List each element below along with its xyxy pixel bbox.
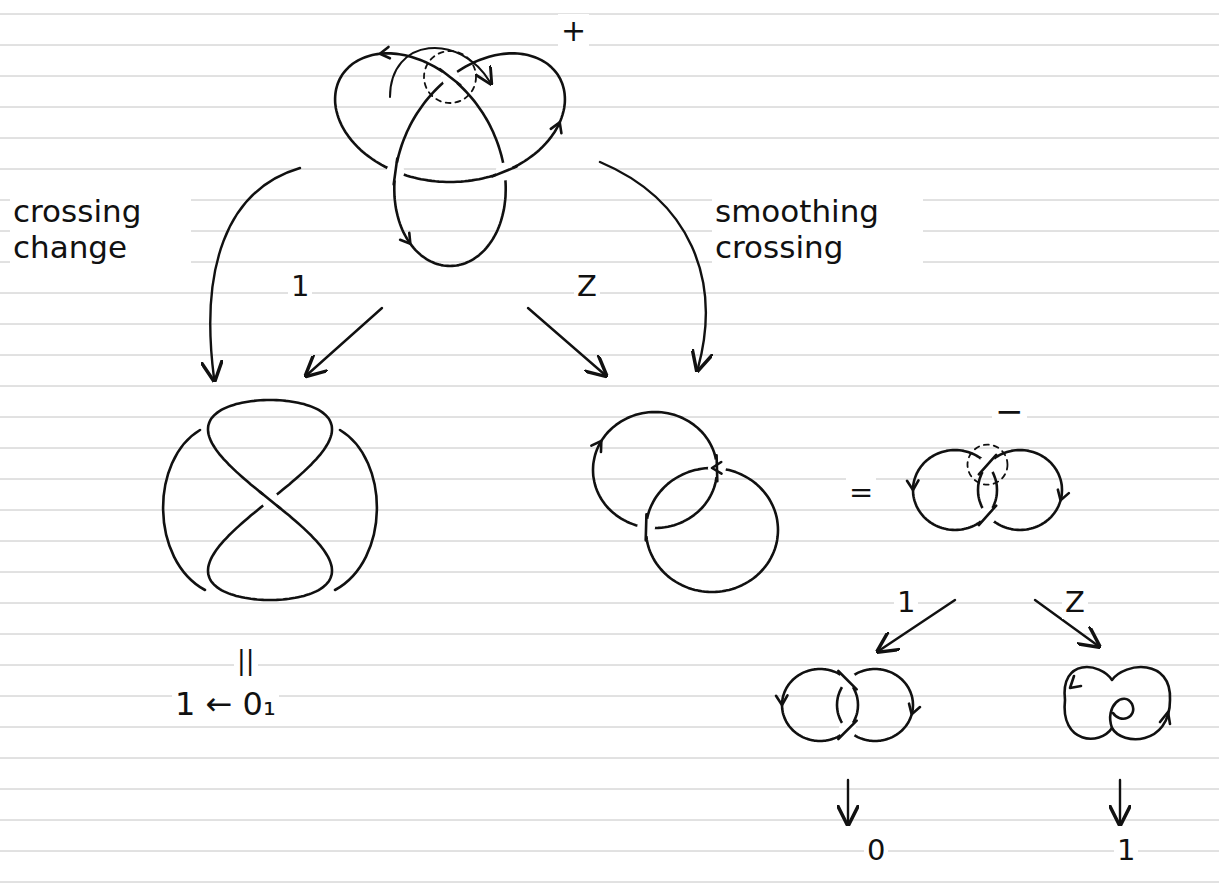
over-strand bbox=[838, 671, 856, 689]
paper-rule bbox=[0, 479, 1219, 480]
unlink bbox=[837, 669, 913, 741]
tree-arrows bbox=[206, 162, 1120, 822]
trefoil-knot bbox=[335, 53, 565, 266]
over-strand bbox=[644, 514, 647, 540]
paper-rule bbox=[0, 355, 1219, 356]
skein-label: 1 ← 0₁ bbox=[172, 686, 279, 723]
smoothing-arrow bbox=[600, 162, 706, 368]
marked-crossing bbox=[968, 445, 1008, 485]
over-strand bbox=[440, 69, 461, 85]
paper-rule bbox=[0, 665, 1219, 666]
skein-label: = bbox=[846, 476, 876, 509]
over-strand bbox=[979, 455, 996, 474]
over-strand bbox=[838, 721, 856, 739]
paper-rule bbox=[0, 882, 1219, 883]
hopf-link bbox=[978, 450, 1062, 530]
skein-label: 0 bbox=[864, 834, 888, 867]
orientation-arrow bbox=[380, 47, 390, 58]
hopf-link bbox=[913, 450, 997, 530]
over-strand bbox=[394, 159, 398, 185]
skein-label: 1 bbox=[288, 270, 312, 303]
skein-label: 1 bbox=[1114, 834, 1138, 867]
unknot-peanut bbox=[1065, 667, 1170, 739]
orientation-arrow bbox=[1070, 676, 1081, 688]
skein-label: − bbox=[992, 392, 1027, 431]
over-strand bbox=[493, 167, 517, 177]
over-strand bbox=[260, 492, 280, 508]
orientation-arrow bbox=[907, 480, 918, 490]
crossing-change-arrow bbox=[210, 168, 300, 378]
branch-arrow bbox=[528, 308, 604, 374]
paper-rule bbox=[0, 758, 1219, 759]
paper-rule bbox=[0, 417, 1219, 418]
orientation-arrow bbox=[551, 122, 562, 133]
operation-label: smoothing crossing bbox=[712, 194, 923, 265]
paper-rule bbox=[0, 293, 1219, 294]
paper-rule bbox=[0, 789, 1219, 790]
orientation-arrow bbox=[712, 462, 722, 473]
unknot-curl bbox=[1110, 699, 1133, 728]
skein-label: + bbox=[558, 14, 589, 49]
orientation-arrow bbox=[591, 441, 601, 452]
down-arrow bbox=[1119, 780, 1121, 822]
paper-rule bbox=[0, 386, 1219, 387]
paper-rule bbox=[0, 76, 1219, 77]
down-arrow bbox=[847, 780, 849, 822]
paper-rule bbox=[0, 169, 1219, 170]
skein-label: Z bbox=[574, 270, 600, 303]
paper-rule bbox=[0, 107, 1219, 108]
orientation-arrow bbox=[909, 704, 920, 715]
paper-rule bbox=[0, 448, 1219, 449]
unlink bbox=[782, 669, 858, 741]
paper-rule bbox=[0, 45, 1219, 46]
crossing-gap bbox=[839, 721, 857, 739]
branch-arrow bbox=[308, 308, 382, 374]
crossing-pointer bbox=[390, 48, 490, 97]
crossing-gap bbox=[839, 671, 857, 689]
orientation-arrow bbox=[776, 695, 787, 705]
crossing-gap bbox=[979, 506, 997, 524]
paper-rule bbox=[0, 603, 1219, 604]
paper-rule bbox=[0, 138, 1219, 139]
skein-label: 1 bbox=[894, 586, 918, 619]
operation-label: crossing change bbox=[10, 194, 191, 265]
skein-label: || bbox=[234, 646, 258, 676]
paper-rule bbox=[0, 324, 1219, 325]
orientation-arrow bbox=[1160, 712, 1170, 724]
paper-rule bbox=[0, 541, 1219, 542]
orientation-arrow bbox=[1058, 490, 1069, 501]
unknot-diagram bbox=[208, 400, 332, 600]
over-strand bbox=[979, 506, 996, 525]
paper-rule bbox=[0, 851, 1219, 852]
over-strand bbox=[715, 455, 718, 481]
skein-label: Z bbox=[1062, 586, 1088, 619]
paper-rule bbox=[0, 634, 1219, 635]
paper-rule bbox=[0, 820, 1219, 821]
orientation-arrow bbox=[400, 233, 410, 244]
unknot-arc bbox=[335, 430, 377, 590]
paper-rule bbox=[0, 14, 1219, 15]
unknot-arc bbox=[163, 430, 205, 590]
crossing-gap bbox=[979, 456, 997, 474]
paper-rule bbox=[0, 727, 1219, 728]
smoothed-link bbox=[646, 468, 778, 592]
